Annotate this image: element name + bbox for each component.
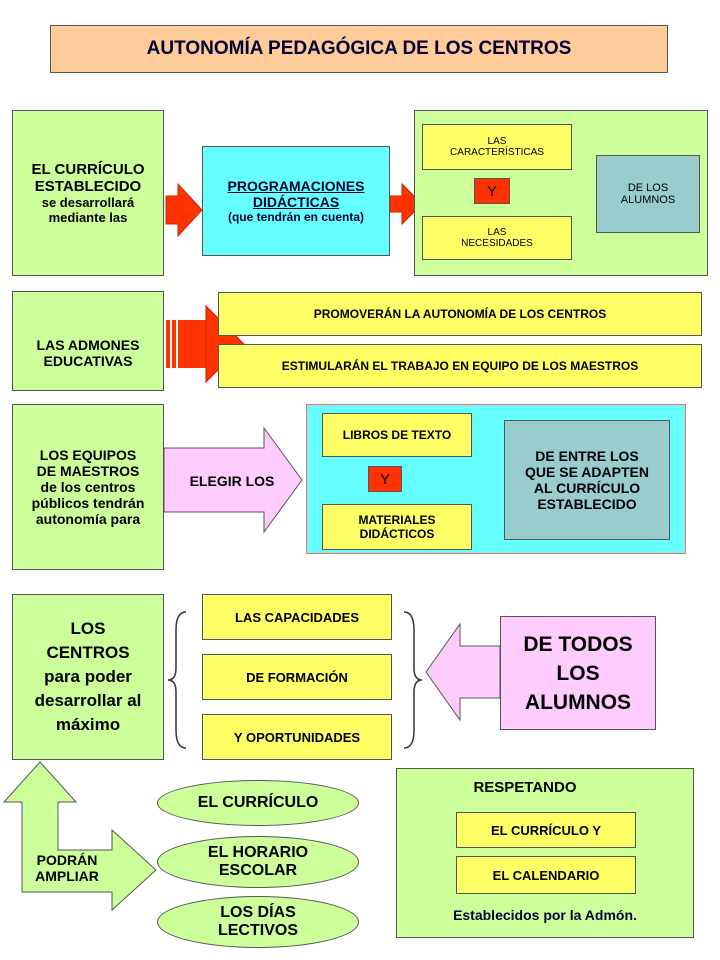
- text-line: ELEGIR LOS: [189, 473, 275, 489]
- text-line: DIDÁCTICOS: [359, 527, 435, 541]
- text-line: DE LOS: [627, 182, 669, 194]
- arrow-right-icon: [163, 426, 303, 534]
- curriculo-box: EL CURRÍCULO ESTABLECIDO se desarrollará…: [12, 110, 164, 276]
- arrow-right-icon: [165, 182, 203, 238]
- bent-arrow-icon: [2, 761, 157, 912]
- text-line: PROMOVERÁN LA AUTONOMÍA DE LOS CENTROS: [313, 307, 607, 321]
- text-line: LAS: [487, 227, 507, 238]
- text-line: ESTABLECIDO: [34, 178, 142, 195]
- capacidades-box: LAS CAPACIDADES: [202, 594, 392, 640]
- caracteristicas-box: LAS CARACTERÍSTICAS: [422, 124, 572, 170]
- text-line: públicos tendrán: [31, 495, 145, 511]
- arrow-right-icon: [389, 182, 423, 226]
- necesidades-box: LAS NECESIDADES: [422, 216, 572, 260]
- materiales-box: MATERIALES DIDÁCTICOS: [322, 504, 472, 550]
- text-line: EL HORARIO: [207, 844, 309, 861]
- text-line: DE ENTRE LOS: [535, 448, 639, 464]
- libros-box: LIBROS DE TEXTO: [322, 413, 472, 457]
- text-line: CENTROS: [46, 643, 130, 662]
- text-line: EDUCATIVAS: [43, 353, 133, 369]
- formacion-box: DE FORMACIÓN: [202, 654, 392, 700]
- curriculo-y-box: EL CURRÍCULO Y: [456, 812, 636, 848]
- promoveran-box: PROMOVERÁN LA AUTONOMÍA DE LOS CENTROS: [218, 292, 702, 336]
- y-badge: Y: [474, 178, 510, 204]
- text-line: Y OPORTUNIDADES: [233, 729, 361, 745]
- text-line: LECTIVOS: [217, 922, 298, 939]
- text-line: EL CURRÍCULO Y: [490, 822, 602, 838]
- arrow-left-icon: [425, 622, 501, 722]
- text-line: autonomía para: [35, 511, 141, 527]
- podran-label: PODRÁN AMPLIAR: [22, 846, 112, 890]
- text-line: AL CURRÍCULO: [533, 480, 641, 496]
- text-line: LOS EQUIPOS: [39, 447, 137, 463]
- estimularan-box: ESTIMULARÁN EL TRABAJO EN EQUIPO DE LOS …: [218, 344, 702, 388]
- text-line: LOS: [70, 619, 106, 638]
- text-line: RESPETANDO: [473, 779, 577, 796]
- page-title: AUTONOMÍA PEDAGÓGICA DE LOS CENTROS: [50, 25, 668, 73]
- text-line: LAS: [487, 136, 507, 147]
- text-line: LAS CAPACIDADES: [235, 609, 359, 625]
- text-line: CARACTERÍSTICAS: [450, 147, 544, 158]
- oportunidades-box: Y OPORTUNIDADES: [202, 714, 392, 760]
- text-line: EL CURRÍCULO: [31, 161, 145, 178]
- text-line: DIDÁCTICAS: [252, 194, 340, 210]
- text-line: LAS ADMONES: [36, 337, 140, 353]
- todos-alumnos-box: DE TODOS LOS ALUMNOS: [500, 616, 656, 730]
- text-line: LOS DÍAS: [220, 904, 296, 921]
- text-line: ESTABLECIDO: [537, 496, 637, 512]
- text-line: (que tendrán en cuenta): [227, 210, 364, 224]
- text-line: ESTIMULARÁN EL TRABAJO EN EQUIPO DE LOS …: [281, 359, 639, 373]
- text-line: mediante las: [48, 210, 128, 225]
- text-line: DE MAESTROS: [36, 463, 140, 479]
- text-line: máximo: [55, 715, 121, 734]
- text-line: PODRÁN: [36, 852, 98, 868]
- establecidos-label: Establecidos por la Admón.: [396, 900, 694, 930]
- text-line: Establecidos por la Admón.: [453, 907, 637, 923]
- brace-right-icon: [403, 611, 423, 749]
- text-line: QUE SE ADAPTEN: [525, 464, 649, 480]
- oval-horario: EL HORARIO ESCOLAR: [157, 836, 359, 888]
- elegir-label: ELEGIR LOS: [172, 466, 292, 496]
- text-line: EL CURRÍCULO: [197, 794, 319, 811]
- brace-left-icon: [167, 611, 187, 749]
- text-line: AMPLIAR: [35, 868, 99, 884]
- respetando-group: RESPETANDO: [396, 768, 694, 938]
- y-text: Y: [379, 470, 390, 488]
- de-los-alumnos-box: DE LOS ALUMNOS: [596, 155, 700, 233]
- oval-dias: LOS DÍAS LECTIVOS: [157, 896, 359, 948]
- centros-box: LOS CENTROS para poder desarrollar al má…: [12, 594, 164, 760]
- text-line: para poder: [44, 667, 132, 686]
- text-line: ESCOLAR: [218, 862, 298, 879]
- calendario-box: EL CALENDARIO: [456, 856, 636, 894]
- programaciones-box: PROGRAMACIONES DIDÁCTICAS (que tendrán e…: [202, 146, 390, 256]
- text-line: LOS: [556, 661, 600, 685]
- text-line: se desarrollará: [41, 195, 135, 210]
- text-line: EL CALENDARIO: [492, 867, 600, 883]
- admones-box: LAS ADMONES EDUCATIVAS: [12, 291, 164, 391]
- oval-curriculo: EL CURRÍCULO: [157, 780, 359, 826]
- text-line: LIBROS DE TEXTO: [342, 428, 452, 442]
- text-line: ALUMNOS: [524, 690, 632, 714]
- y-text: Y: [486, 182, 497, 200]
- text-line: PROGRAMACIONES: [227, 178, 365, 194]
- text-line: DE FORMACIÓN: [246, 669, 348, 685]
- y-badge: Y: [368, 466, 402, 492]
- text-line: ALUMNOS: [620, 194, 676, 206]
- text-line: NECESIDADES: [461, 238, 533, 249]
- text-line: MATERIALES: [358, 513, 436, 527]
- equipos-box: LOS EQUIPOS DE MAESTROS de los centros p…: [12, 404, 164, 570]
- text-line: de los centros: [40, 479, 136, 495]
- text-line: DE TODOS: [523, 632, 633, 656]
- title-text: AUTONOMÍA PEDAGÓGICA DE LOS CENTROS: [146, 38, 572, 59]
- adapten-box: DE ENTRE LOS QUE SE ADAPTEN AL CURRÍCULO…: [504, 420, 670, 540]
- text-line: desarrollar al: [34, 691, 142, 710]
